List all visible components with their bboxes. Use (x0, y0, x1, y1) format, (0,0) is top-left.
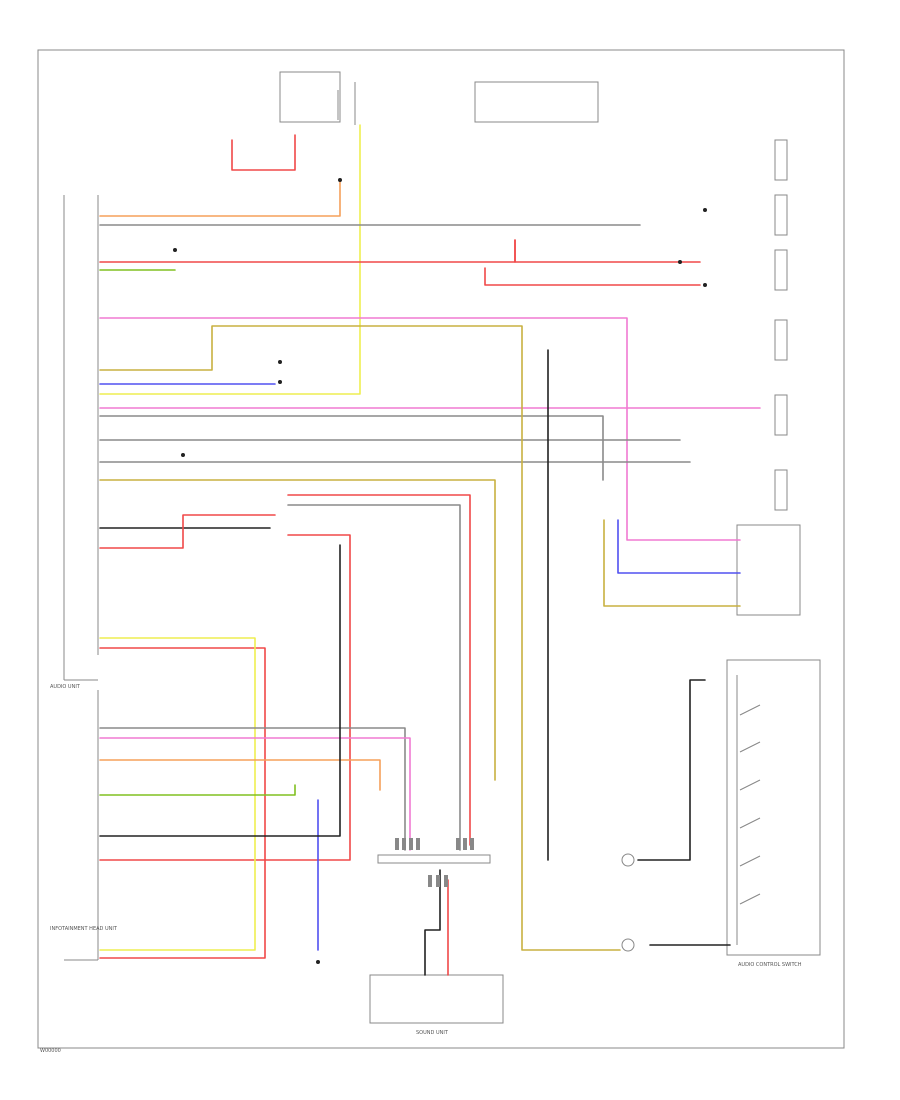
wire-pink-1 (99, 317, 741, 541)
splice-dot (278, 360, 282, 364)
relay-box-top (474, 81, 599, 123)
sub-connector-pins (395, 838, 474, 887)
splice-dot (703, 208, 707, 212)
pin (470, 838, 474, 850)
rear-unit-box (736, 524, 801, 616)
wire-red-hu-1 (99, 514, 276, 549)
wire-red-hu-3 (99, 534, 351, 861)
switch-3 (739, 779, 761, 791)
wire-black-hu (99, 544, 341, 837)
wire-red-power (231, 134, 296, 171)
head-unit-label: INFOTAINMENT HEAD UNIT (50, 926, 118, 932)
wire-black-sound (424, 869, 441, 976)
wire-olive-1 (99, 325, 621, 951)
pin (428, 875, 432, 887)
pin (456, 838, 460, 850)
wire-orange (99, 179, 341, 217)
wire-orange-hu (99, 759, 381, 791)
head-unit-connector (64, 690, 99, 961)
switch-4 (739, 817, 761, 829)
speaker-rear-right (774, 319, 788, 361)
switch-2 (739, 741, 761, 753)
splice-dot (181, 453, 185, 457)
speaker-connectors (774, 139, 788, 511)
wire-pink-hu (99, 737, 411, 851)
pin (436, 875, 440, 887)
wire-yellow-hu (99, 637, 256, 951)
audio-control-switch-box (726, 659, 821, 956)
pin (416, 838, 420, 850)
audio-unit-connector (63, 195, 99, 681)
switch-contacts (736, 675, 761, 945)
wire-yellow-ignition (99, 124, 361, 395)
wire-red-hu-4 (287, 494, 471, 846)
speaker-tweeter-left (774, 394, 788, 436)
pin (409, 838, 413, 850)
sound-unit-box (369, 974, 504, 1024)
wire-black-3 (637, 679, 706, 861)
wire-olive-rear (603, 519, 741, 607)
pin (402, 838, 406, 850)
wire-gray-2 (99, 415, 604, 481)
wire-red-speaker-2 (484, 267, 701, 286)
splice-dot (316, 960, 320, 964)
wire-red-speaker-3 (514, 239, 701, 263)
splice-dot (678, 260, 682, 264)
wire-olive-2 (99, 479, 496, 781)
top-components (279, 71, 599, 125)
wire-red-speaker-1 (99, 239, 516, 263)
splice-dot (703, 283, 707, 287)
audio-control-switch-label: AUDIO CONTROL SWITCH (738, 962, 802, 968)
switch-6 (739, 893, 761, 905)
wire-red-hu-2 (99, 647, 266, 959)
wire-green-hu (99, 784, 296, 796)
pin (444, 875, 448, 887)
switch-1 (739, 704, 761, 716)
ground-symbol (621, 938, 635, 952)
sub-connector-box (377, 854, 491, 864)
wire-gray-hu-1 (99, 727, 406, 851)
corner-code: W00000 (40, 1048, 61, 1054)
wire-blue-rear (617, 519, 741, 574)
splice-points (173, 178, 707, 964)
fuse-box-top (279, 71, 341, 123)
wire-gray-hu-2 (287, 504, 461, 851)
diagram-frame (37, 49, 845, 1049)
speaker-tweeter-right (774, 469, 788, 511)
ground-symbol (621, 853, 635, 867)
splice-dot (278, 380, 282, 384)
switch-5 (739, 855, 761, 867)
pin (395, 838, 399, 850)
splice-dot (173, 248, 177, 252)
audio-unit-label: AUDIO UNIT (50, 684, 81, 690)
pin (463, 838, 467, 850)
splice-dot (338, 178, 342, 182)
speaker-front-right (774, 194, 788, 236)
speaker-rear-left (774, 249, 788, 291)
speaker-front-left (774, 139, 788, 181)
wires (99, 124, 761, 976)
sound-unit-label: SOUND UNIT (416, 1030, 449, 1036)
